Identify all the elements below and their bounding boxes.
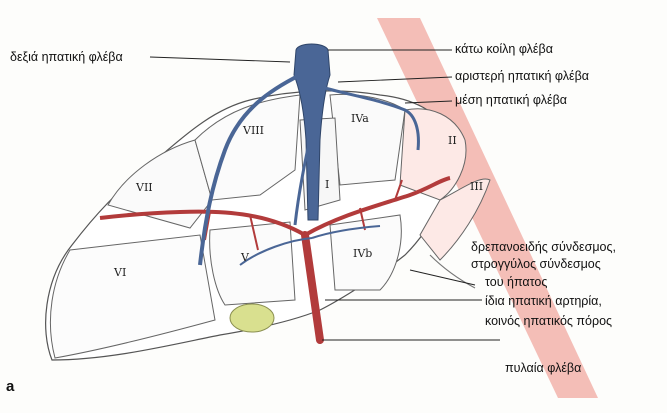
falciform-ligament-label-line1: δρεπανοειδής σύνδεσμος,: [471, 240, 616, 255]
segment-ivb-label: IVb: [353, 247, 372, 260]
right-hepatic-vein-label: δεξιά ηπατική φλέβα: [10, 50, 123, 65]
hepatic-artery-label-line2: κοινός ηπατικός πόρος: [485, 314, 612, 329]
gallbladder: [230, 304, 274, 332]
segment-iva-label: IVa: [351, 112, 369, 125]
segment-v-block: [210, 222, 295, 305]
inferior-vena-cava-label: κάτω κοίλη φλέβα: [455, 42, 553, 57]
segment-ii-label: II: [448, 134, 457, 147]
hepatic-artery-label-line1: ίδια ηπατική αρτηρία,: [485, 294, 602, 309]
segment-i-label: I: [325, 178, 329, 191]
segment-vi-label: VI: [114, 266, 126, 279]
segment-vii-label: VII: [136, 181, 153, 194]
segment-iva-block: [330, 94, 405, 185]
middle-hepatic-vein-label: μέση ηπατική φλέβα: [455, 93, 567, 108]
segment-v-label: V: [241, 251, 249, 264]
falciform-ligament-label-line2: στρογγύλος σύνδεσμος: [471, 257, 601, 272]
segment-viii-label: VIII: [243, 124, 264, 137]
falciform-ligament-label-line3: του ήπατος: [485, 275, 547, 290]
left-hepatic-vein-label: αριστερή ηπατική φλέβα: [455, 69, 589, 84]
panel-letter: a: [6, 378, 14, 395]
portal-vein-label: πυλαία φλέβα: [505, 361, 581, 376]
segment-iii-label: III: [470, 180, 483, 193]
